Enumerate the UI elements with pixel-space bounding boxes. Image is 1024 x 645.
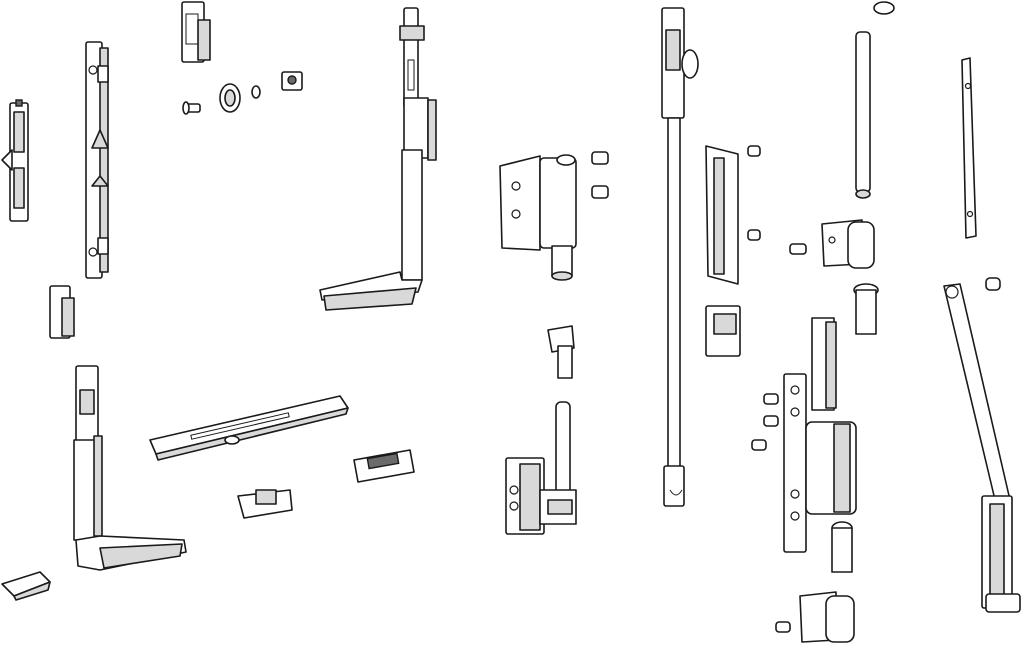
bolt-keeper-center [705,305,741,357]
lower-hinge-bracket [799,591,855,643]
striker-plate-center [353,449,415,483]
vertical-channel-keeper [705,145,761,285]
small-keeper-top [181,1,211,63]
hinge-bracket-top [789,219,875,269]
bushing-center [547,325,575,379]
tilt-handle-bottom-left [1,571,51,601]
hinge-screw-bushing-set [182,71,303,115]
corner-drive-bottom-left [73,365,187,571]
stay-arm [943,283,1021,613]
strip-right [961,57,977,239]
sleeve [853,283,879,335]
hinge-plate-right [783,317,857,573]
screw-pair-center [591,151,609,199]
nut-right [985,277,1001,291]
sliding-rail-horizontal [149,395,349,461]
hinge-leaf-center [499,154,577,281]
screw-set-right [751,393,791,633]
hinge-lower-center [505,401,577,535]
corner-drive-top-right [319,7,437,311]
small-keeper-bottom [237,489,293,519]
long-drive-rod [661,7,699,507]
locking-bracket-top-left [1,99,29,222]
small-keeper-left [49,285,75,339]
hinge-pin [855,1,895,199]
tall-gear-rail-left [85,41,109,279]
